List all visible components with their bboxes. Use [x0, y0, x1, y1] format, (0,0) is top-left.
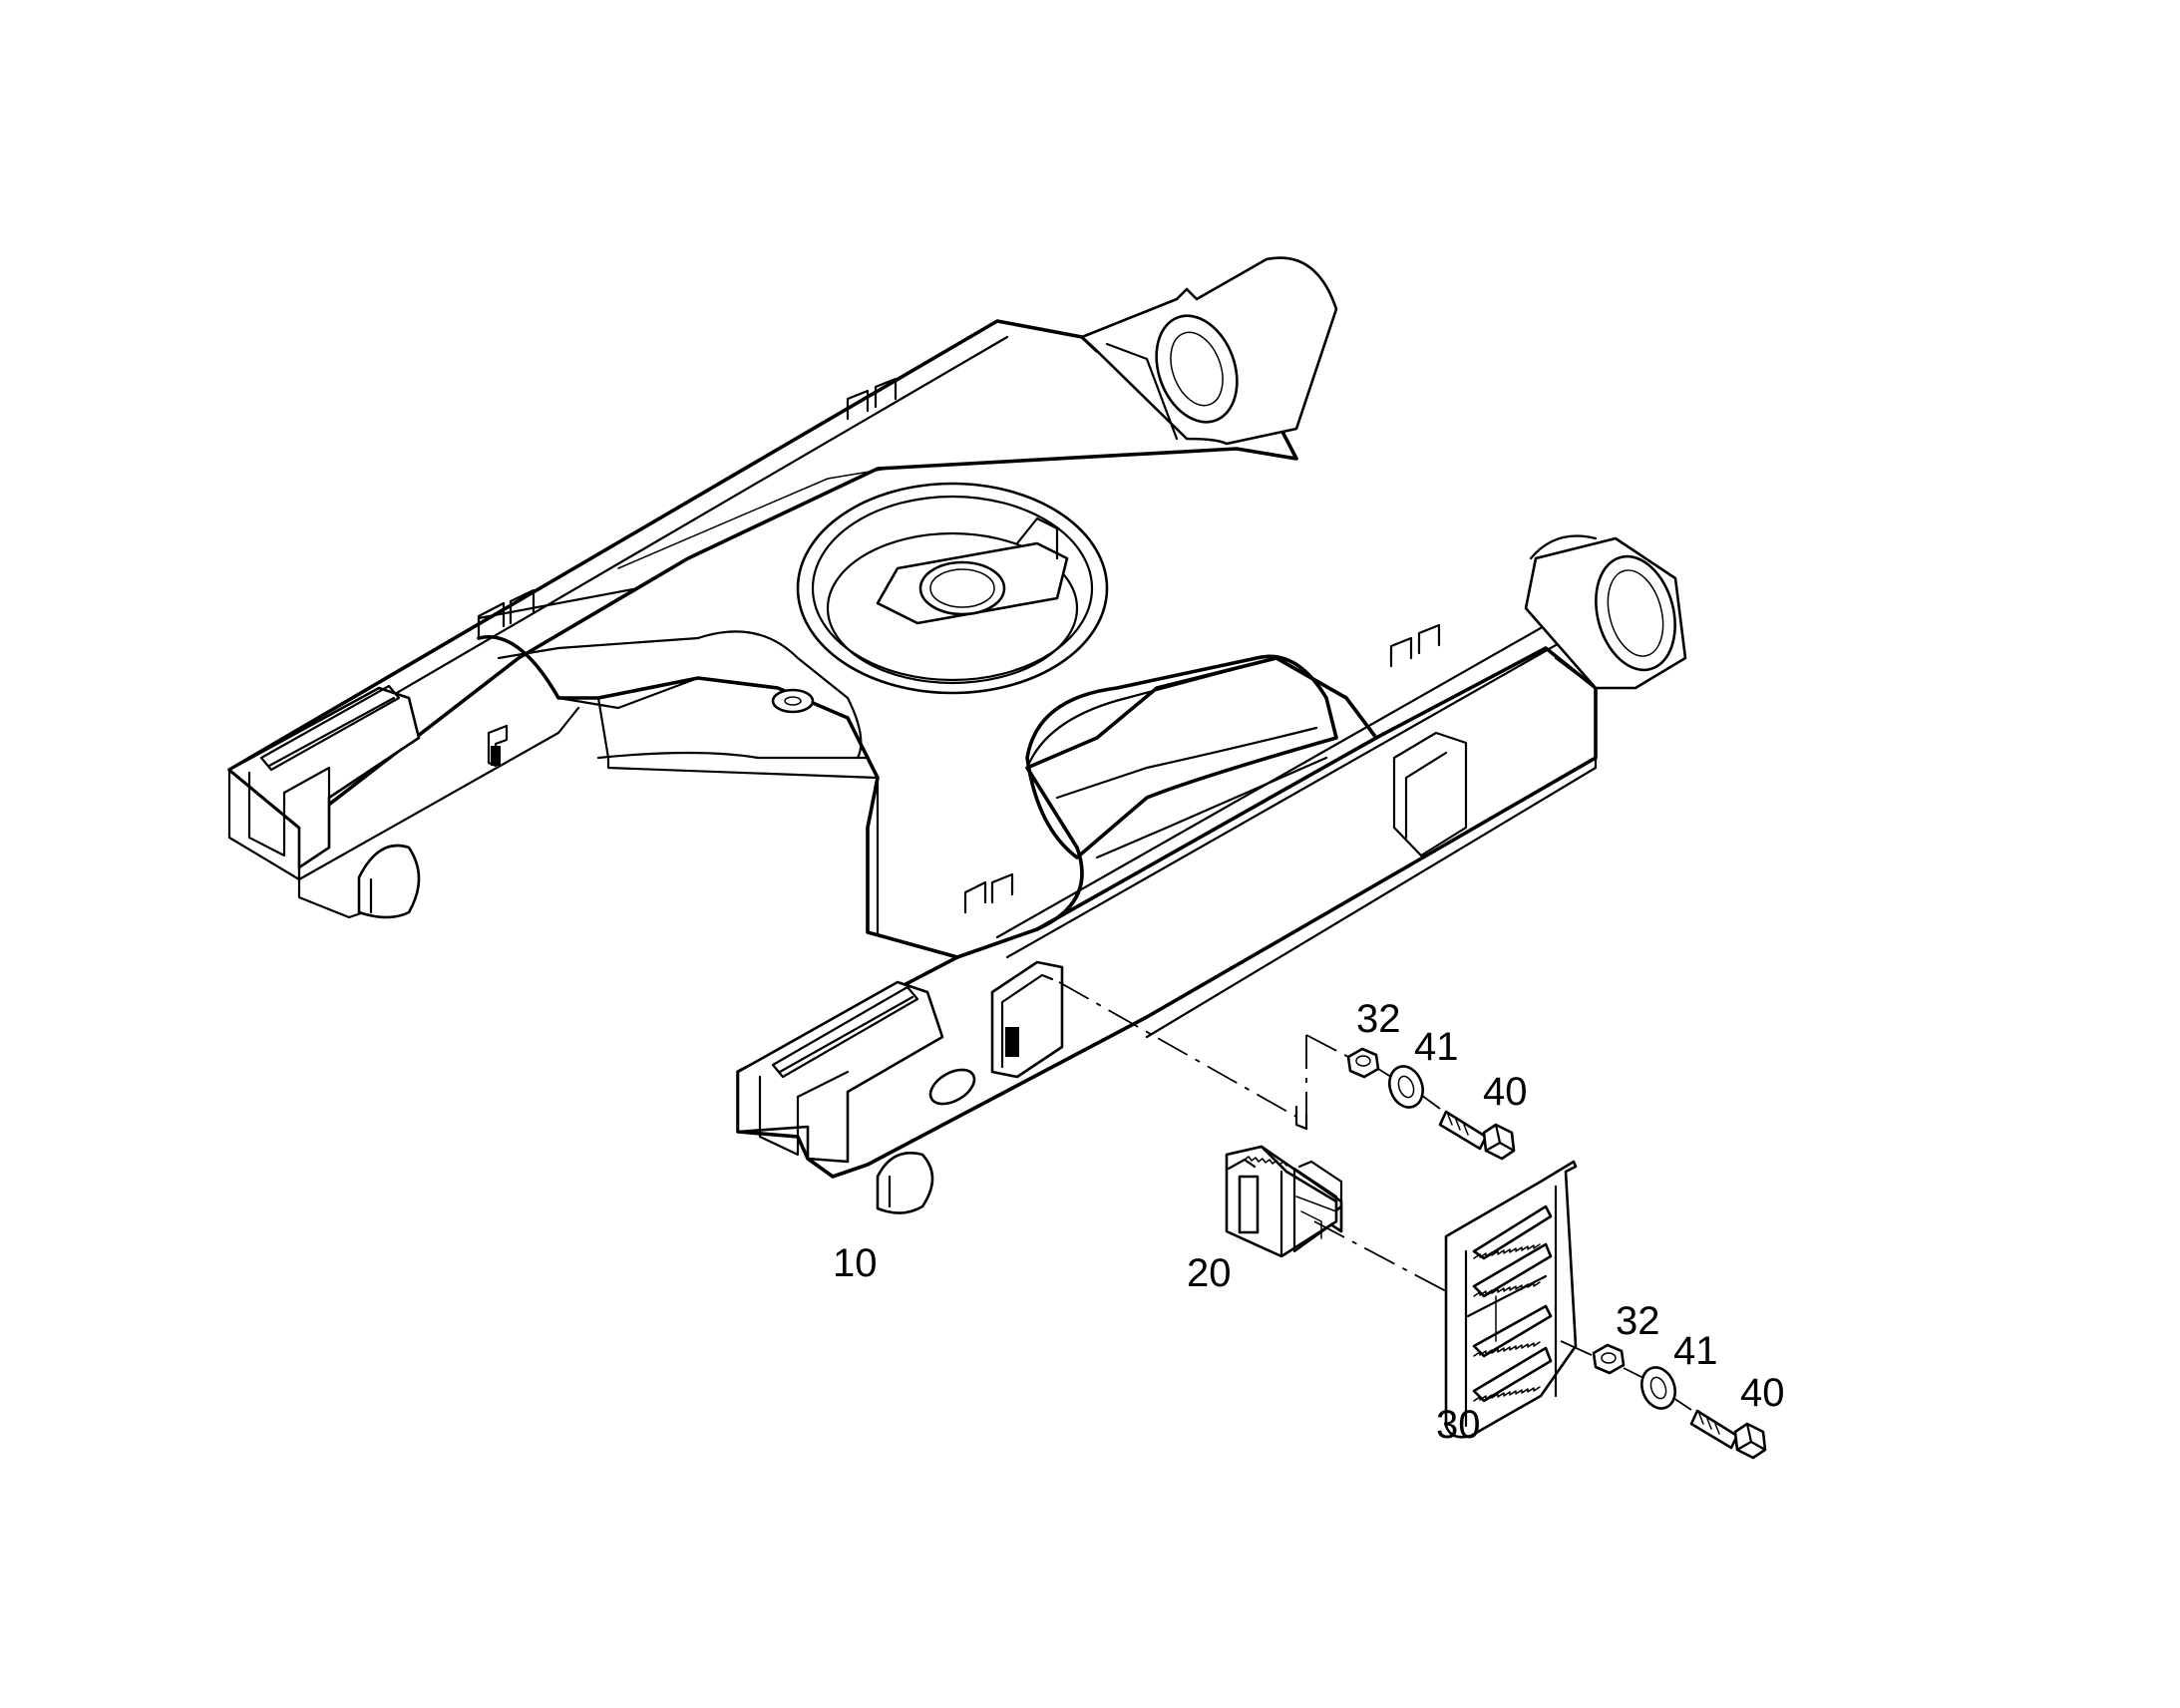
washer-lower	[1640, 1366, 1676, 1410]
step	[1444, 1160, 1578, 1439]
callout-10: 10	[833, 1241, 878, 1285]
assembly-lines	[1058, 981, 1692, 1411]
centre-frame	[477, 630, 1378, 959]
callout-40-lower: 40	[1740, 1371, 1785, 1415]
washer-upper	[1388, 1065, 1424, 1109]
callout-41-lower: 41	[1673, 1329, 1718, 1373]
callout-20: 20	[1187, 1251, 1232, 1295]
callout-30: 30	[1436, 1403, 1481, 1447]
step-bracket	[1225, 1105, 1343, 1258]
bolt-lower	[1689, 1409, 1767, 1460]
left-track-frame	[227, 319, 1298, 919]
nut-upper	[1346, 1047, 1380, 1079]
right-track-frame	[736, 534, 1687, 1214]
swing-ring	[796, 482, 1109, 695]
callout-32-lower: 32	[1616, 1299, 1660, 1343]
undercarriage-frame	[227, 256, 1687, 1214]
callout-41-upper: 41	[1414, 1025, 1459, 1069]
fastener-set-lower	[1592, 1343, 1767, 1460]
callout-32-upper: 32	[1356, 997, 1401, 1041]
bolt-upper	[1438, 1110, 1516, 1161]
callout-40-upper: 40	[1483, 1070, 1528, 1114]
rear-lug-tower	[1080, 256, 1338, 446]
nut-lower	[1592, 1343, 1626, 1375]
callouts: 10 20 30 32 41 40 32 41 40	[833, 997, 1785, 1447]
